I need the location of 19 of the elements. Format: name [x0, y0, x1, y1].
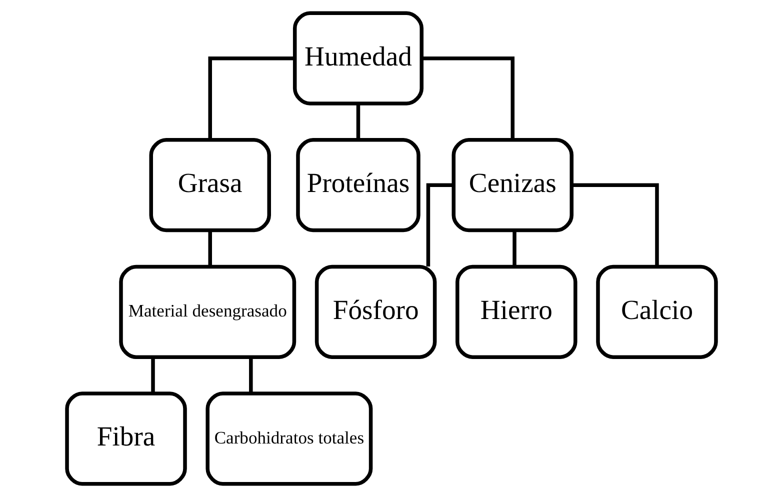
node-box: Grasa — [148, 138, 270, 232]
connector — [150, 357, 154, 394]
node-box: Proteínas — [296, 138, 420, 232]
connector — [208, 230, 212, 266]
node-box: Fibra — [64, 392, 186, 486]
connector — [426, 183, 454, 266]
node-box: Cenizas — [451, 138, 573, 232]
node-box: Carbohidratos totales — [205, 392, 372, 486]
node-box: Hierro — [455, 264, 577, 359]
connector — [571, 183, 658, 266]
connector — [512, 230, 516, 266]
connector — [356, 104, 360, 140]
node-box: Material desengrasado — [118, 264, 296, 359]
node-box: Calcio — [596, 264, 718, 359]
connector — [421, 56, 514, 140]
connector — [248, 357, 252, 394]
connector — [208, 56, 294, 140]
node-box: Humedad — [292, 11, 423, 106]
node-box: Fósforo — [314, 264, 436, 359]
